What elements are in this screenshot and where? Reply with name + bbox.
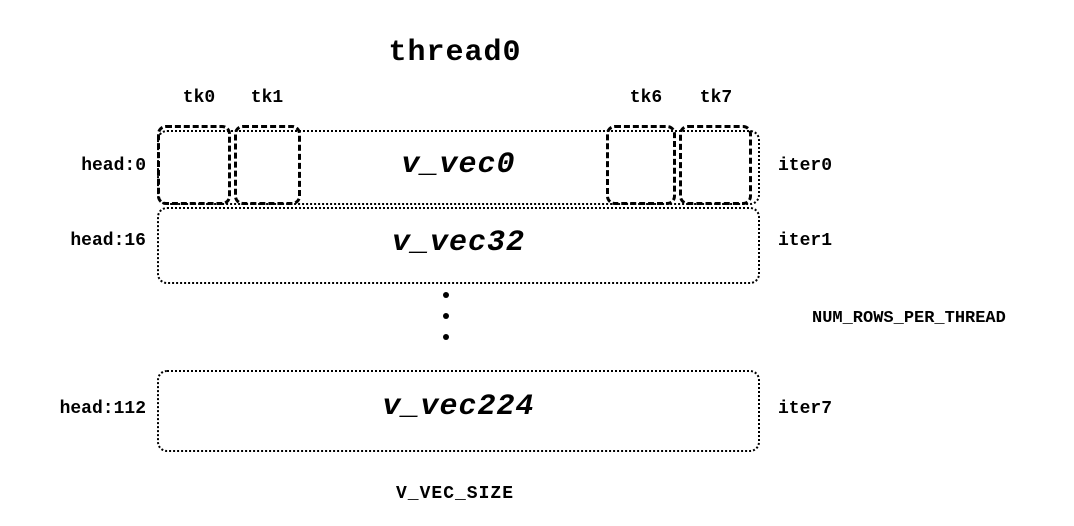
tk-label-7: tk7 xyxy=(699,88,733,108)
head-label-1: head:16 xyxy=(70,231,146,251)
vertical-ellipsis xyxy=(443,292,449,340)
iter-label-1: iter1 xyxy=(778,231,833,251)
iter-label-0: iter0 xyxy=(778,156,833,176)
tk-label-6: tk6 xyxy=(629,88,663,108)
num-rows-per-thread-label: NUM_ROWS_PER_THREAD xyxy=(812,309,1006,328)
tk-box-1 xyxy=(234,125,301,205)
v-vec-size-label: V_VEC_SIZE xyxy=(395,484,515,504)
head-label-0: head:0 xyxy=(81,156,146,176)
vertical-ellipsis-dot xyxy=(443,313,449,319)
vertical-ellipsis-dot xyxy=(443,292,449,298)
row-box-iter1 xyxy=(157,207,760,284)
tk-label-1: tk1 xyxy=(250,88,284,108)
vec-label-1: v_vec32 xyxy=(391,226,526,260)
head-label-2: head:112 xyxy=(59,399,146,419)
diagram-title: thread0 xyxy=(388,36,522,70)
tk-label-0: tk0 xyxy=(182,88,216,108)
vec-label-2: v_vec224 xyxy=(382,390,535,424)
iter-label-2: iter7 xyxy=(778,399,833,419)
row-box-iter7 xyxy=(157,370,760,452)
tk-box-6 xyxy=(606,125,676,205)
vertical-ellipsis-dot xyxy=(443,334,449,340)
tk-box-7 xyxy=(679,125,752,205)
vec-label-0: v_vec0 xyxy=(401,148,516,182)
tk-box-0 xyxy=(157,125,231,205)
